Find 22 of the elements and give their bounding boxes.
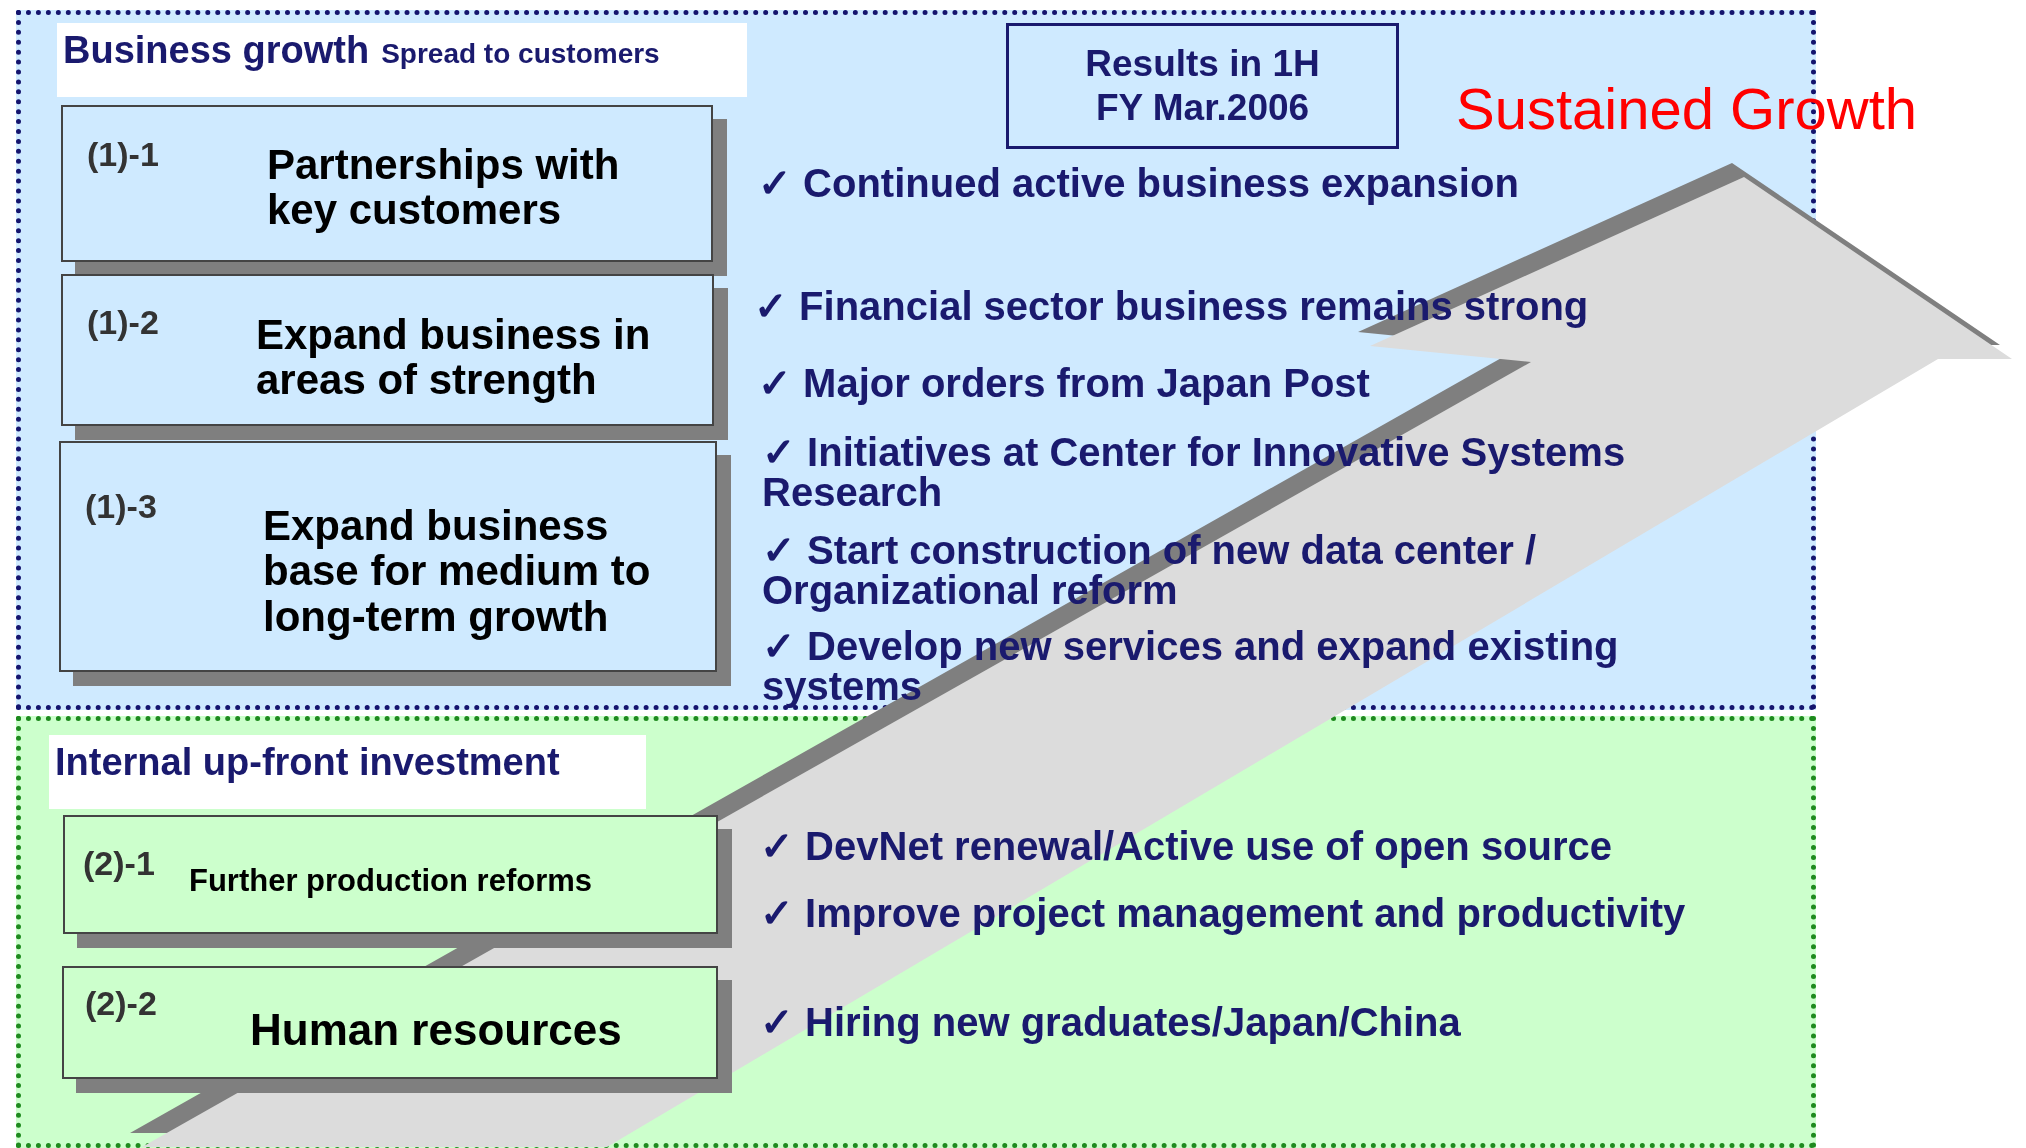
bullet-text: ✓ DevNet renewal/Active use of open source [760, 826, 1614, 866]
item-number: (2)-1 [83, 844, 155, 883]
bullet-text: ✓ Improve project management and productivity [760, 893, 1687, 933]
bullet-text: ✓ Hiring new graduates/Japan/China [760, 1002, 1462, 1042]
bullet-text: ✓ Continued active business expansion [758, 163, 1520, 203]
item-number: (2)-2 [85, 984, 157, 1023]
item-title: Expand business in areas of strength [256, 312, 652, 403]
item-number: (1)-3 [85, 487, 157, 526]
item-number: (1)-2 [87, 303, 159, 342]
item-number: (1)-1 [87, 135, 159, 174]
group-subheading: Spread to customers [381, 38, 660, 69]
item-title: Further production reforms [189, 864, 593, 898]
item-title: Partnerships with key customers [267, 142, 621, 233]
arrow-label: Sustained Growth [1456, 80, 1919, 138]
item-title: Expand business base for medium to long-term growth [263, 503, 652, 640]
bullet-text: ✓ Major orders from Japan Post [758, 363, 1371, 403]
bullet-text: ✓ Develop new services and expand existing systems [762, 626, 1620, 706]
results-box: Results in 1H FY Mar.2006 [1006, 23, 1399, 149]
group-heading: Business growth [63, 29, 370, 71]
group-heading: Internal up-front investment [55, 741, 560, 783]
bullet-text: ✓ Initiatives at Center for Innovative Systems Research [762, 432, 1627, 512]
item-title: Human resources [250, 1006, 623, 1054]
